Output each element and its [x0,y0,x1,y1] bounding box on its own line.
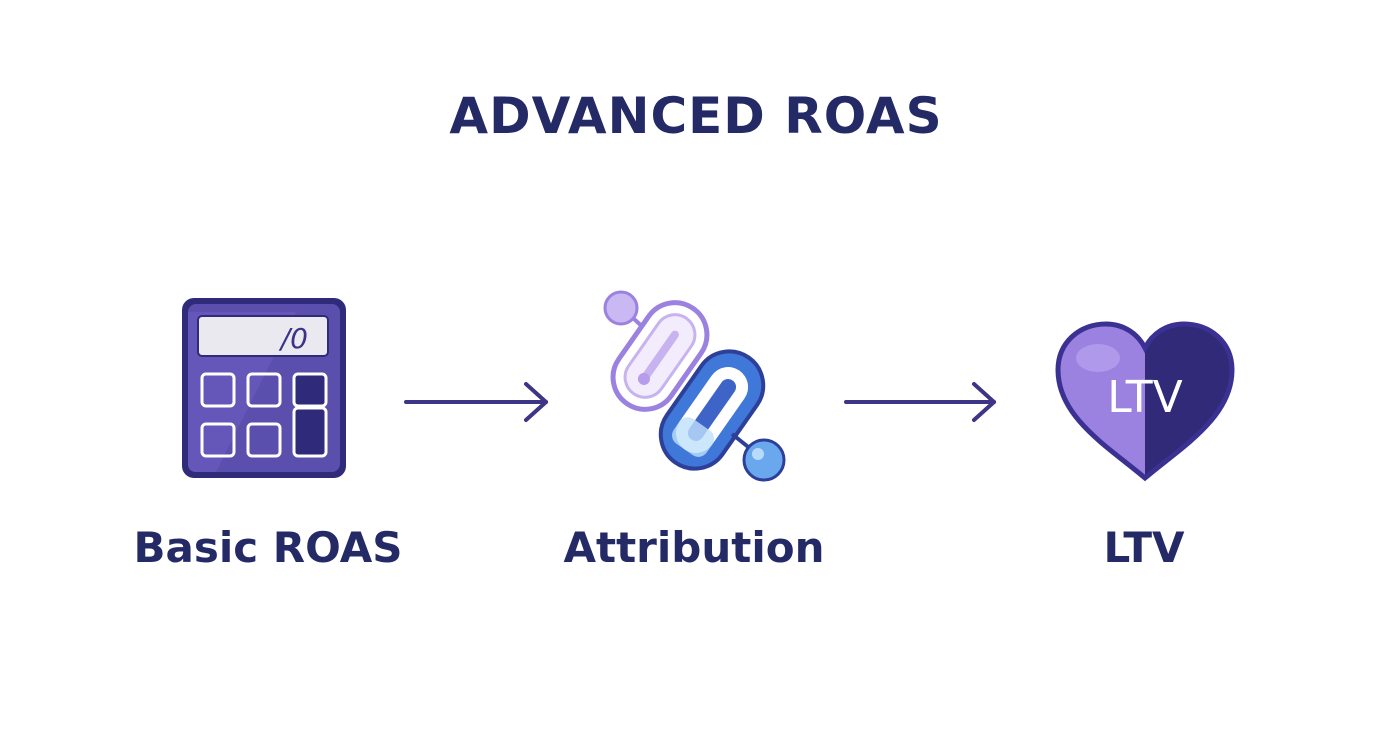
calculator-icon: /0 [182,298,346,478]
step-label-ltv: LTV [1103,523,1185,572]
heart-icon: LTV [1055,321,1235,482]
step-label-basic-roas: Basic ROAS [133,523,403,572]
chain-link-icon [603,290,786,482]
diagram-title: ADVANCED ROAS [449,87,943,145]
heart-badge-text: LTV [1107,372,1182,423]
calculator-display-text: /0 [278,322,308,355]
step-label-attribution: Attribution [563,523,825,572]
flow-arrow-2 [844,382,996,422]
flow-arrow-1 [404,382,548,422]
